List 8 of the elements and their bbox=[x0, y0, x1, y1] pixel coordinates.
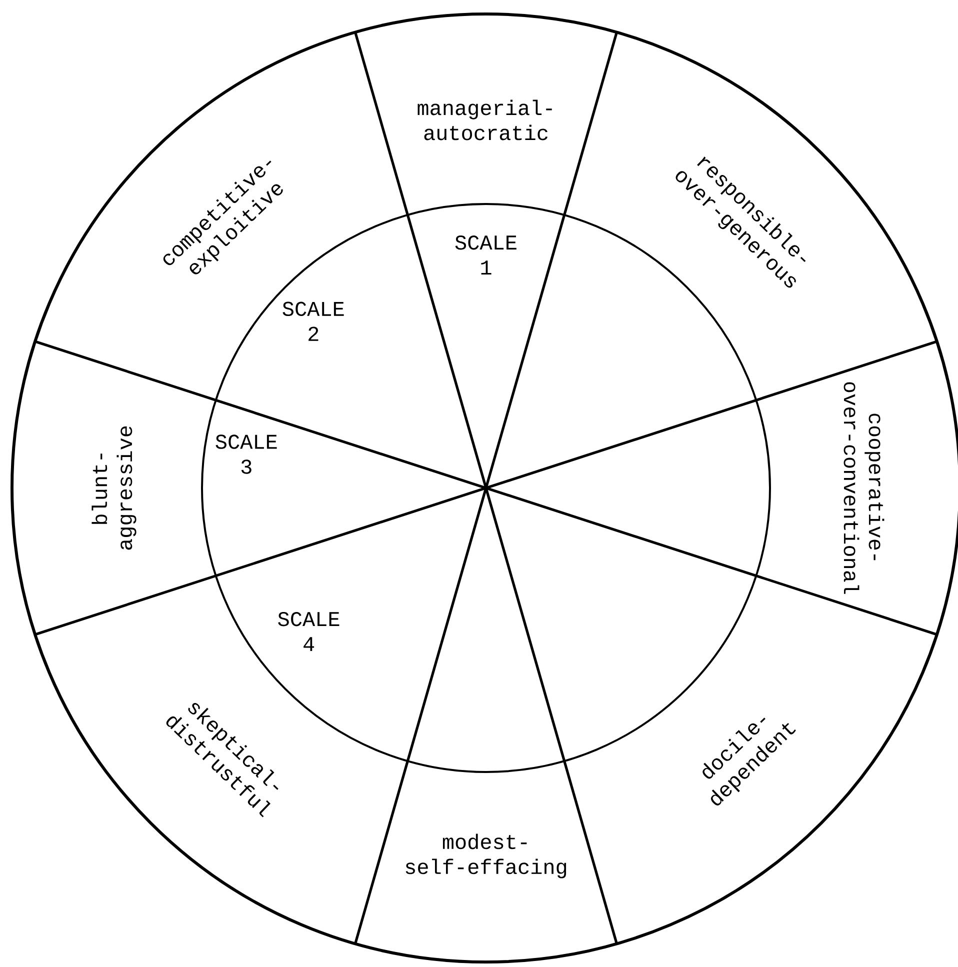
sector-label: blunt- aggressive bbox=[92, 426, 136, 550]
sector-label: modest- self-effacing bbox=[406, 834, 566, 878]
scale-label: SCALE 4 bbox=[278, 612, 340, 652]
scale-label: SCALE 1 bbox=[455, 235, 516, 275]
scale-label: SCALE 3 bbox=[216, 434, 277, 474]
sector-label: managerial- autocratic bbox=[418, 100, 552, 140]
sector-label: cooperative- over-conventional bbox=[844, 382, 884, 594]
scale-label: SCALE 2 bbox=[282, 302, 344, 341]
